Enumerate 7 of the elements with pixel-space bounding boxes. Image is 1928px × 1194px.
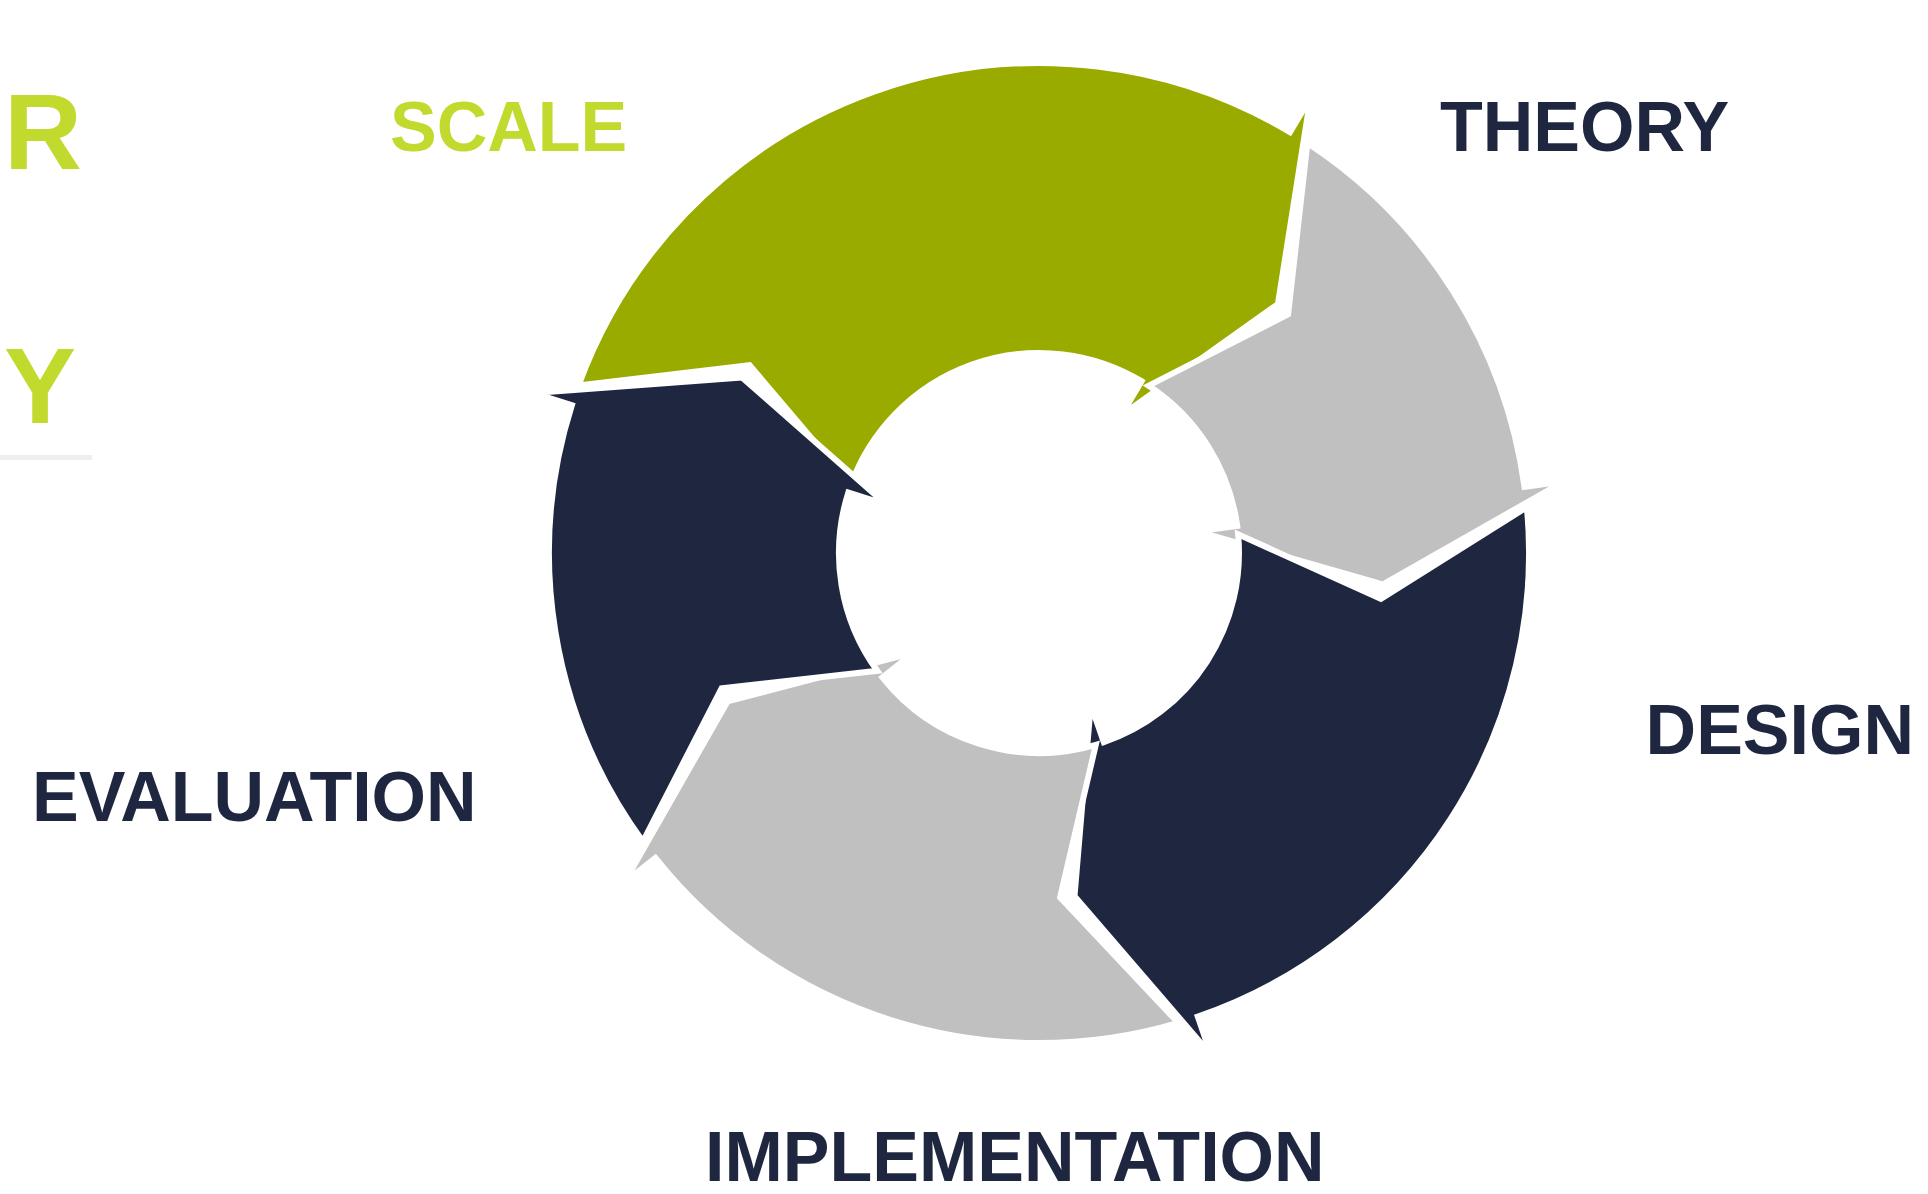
stage-label: THEORY <box>1440 92 1730 162</box>
stage-label: DESIGN <box>1645 695 1914 765</box>
stage-label: SCALE <box>390 92 628 162</box>
stage-label: IMPLEMENTATION <box>705 1122 1325 1192</box>
title-fragment: Y <box>4 332 77 440</box>
stage-label: EVALUATION <box>32 762 477 832</box>
title-fragment: R <box>4 78 82 186</box>
